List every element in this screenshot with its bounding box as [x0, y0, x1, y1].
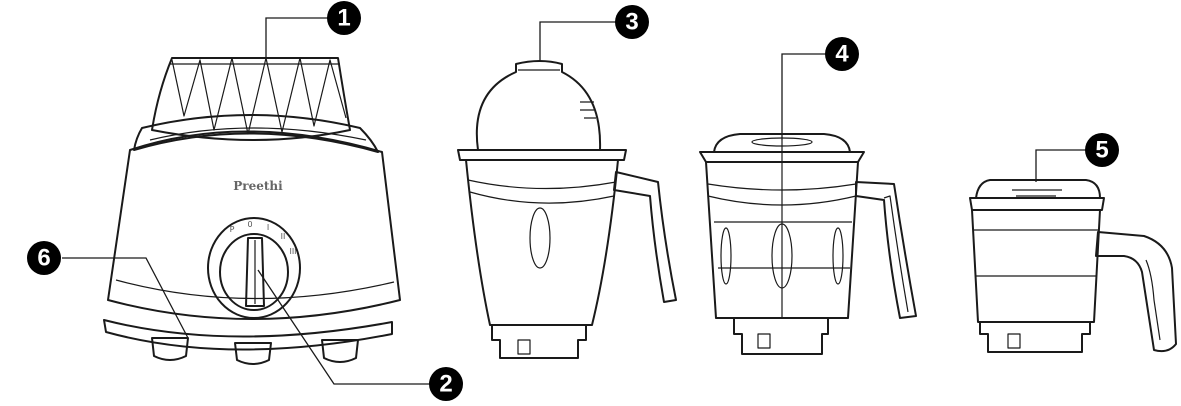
dial-mark-p: P [230, 225, 235, 234]
brand-logo: Preethi [233, 179, 283, 193]
feet [151, 337, 359, 365]
svg-text:2: 2 [439, 371, 452, 398]
callout-5: 5 [1085, 133, 1119, 167]
jar-transparent [699, 133, 917, 355]
leader-lines [62, 17, 1090, 385]
callout-2: 2 [429, 367, 463, 401]
svg-text:3: 3 [625, 9, 638, 36]
callout-4: 4 [825, 37, 859, 71]
callout-badges: 1 2 3 4 5 6 [27, 1, 1119, 401]
dial-mark-2: II [281, 232, 286, 241]
svg-text:1: 1 [337, 5, 350, 32]
svg-text:5: 5 [1095, 137, 1108, 164]
callout-3: 3 [615, 5, 649, 39]
jar-dome-lid [457, 60, 677, 359]
dial-mark-3: III [289, 247, 296, 256]
callout-1: 1 [327, 1, 361, 35]
dial-mark-1: I [267, 223, 269, 232]
jar-coupler [151, 57, 351, 141]
svg-text:4: 4 [835, 41, 849, 68]
motor-base: Preethi P 0 I II III [103, 57, 401, 365]
dial-mark-0: 0 [247, 220, 252, 229]
control-knob: P 0 I II III [207, 217, 301, 319]
jar-small-chutney [969, 179, 1177, 353]
callout-6: 6 [27, 241, 61, 275]
svg-text:6: 6 [37, 245, 50, 272]
